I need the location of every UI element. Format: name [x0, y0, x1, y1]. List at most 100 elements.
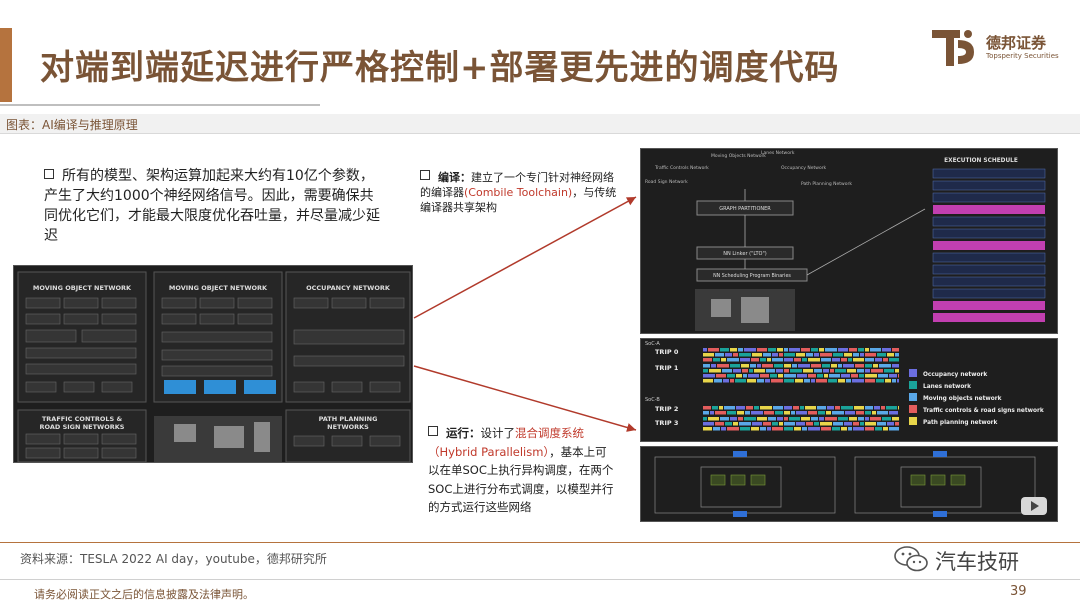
timeline-segment: [796, 422, 805, 426]
timeline-segment: [784, 406, 792, 410]
timeline-segment: [886, 406, 897, 410]
timeline-segment: [741, 364, 749, 368]
timeline-segment: [830, 369, 834, 373]
timeline-segment: [865, 358, 874, 362]
arrow-to-compile: [413, 196, 637, 319]
arrow-to-runtime: [413, 365, 637, 432]
run-text-a: 设计了: [480, 426, 516, 440]
legend-swatch: [909, 417, 917, 425]
timeline-segment: [853, 353, 859, 357]
logo-name-en: Topsperity Securities: [986, 52, 1059, 60]
timeline-segment: [784, 422, 795, 426]
timeline-segment: [892, 348, 899, 352]
timeline-segment: [762, 364, 773, 368]
label-path-2: NETWORKS: [327, 423, 369, 431]
timeline-segment: [811, 379, 815, 383]
timeline-segment: [876, 379, 884, 383]
timeline-segment: [835, 406, 840, 410]
timeline-segment: [805, 406, 816, 410]
legend-swatch: [909, 405, 917, 413]
timeline-segment: [796, 411, 807, 415]
timeline-segment: [775, 411, 783, 415]
timeline-segment: [885, 379, 891, 383]
timeline-segment: [865, 374, 877, 378]
timeline-segment: [763, 353, 771, 357]
timeline-segment: [883, 358, 888, 362]
legend-swatch: [909, 369, 917, 377]
timeline-segment: [723, 379, 729, 383]
timeline-segment: [895, 353, 899, 357]
wechat-watermark: 汽车技研: [893, 544, 1053, 576]
timeline-segment: [757, 417, 767, 421]
timeline-segment: [708, 417, 719, 421]
timeline-segment: [898, 406, 899, 410]
main-bullet-text: 所有的模型、架构运算加起来大约有10亿个参数，产生了大约1000个神经网络信号。…: [44, 168, 380, 244]
timeline-segment: [816, 379, 827, 383]
timeline-segment: [767, 427, 771, 431]
timeline-segment: [819, 417, 824, 421]
trip3-label: TRIP 3: [655, 419, 678, 427]
timeline-segment: [784, 348, 788, 352]
timeline-segment: [703, 369, 708, 373]
timeline-segment: [791, 411, 795, 415]
timeline-segment: [733, 353, 738, 357]
timeline-segment: [865, 379, 875, 383]
timeline-segment: [808, 427, 820, 431]
legend-swatch: [909, 381, 917, 389]
timeline-segment: [703, 358, 712, 362]
timeline-segment: [751, 411, 763, 415]
timeline-segment: [773, 406, 783, 410]
timeline-segment: [887, 422, 894, 426]
trip2-label: TRIP 2: [655, 405, 678, 413]
timeline-segment: [703, 406, 711, 410]
timeline-segment: [806, 422, 813, 426]
network-architecture-image: MOVING OBJECT NETWORK MOVING OBJECT NETW…: [13, 265, 413, 463]
timeline-segment: [733, 369, 741, 373]
input-road: Road Sign Network: [645, 179, 688, 185]
input-traffic: Traffic Controls Network: [654, 165, 709, 171]
timeline-segment: [841, 406, 853, 410]
timeline-segment: [824, 374, 828, 378]
graph-partitioner-label: GRAPH PARTITIONER: [719, 206, 771, 212]
timeline-segment: [821, 358, 831, 362]
timeline-segment: [865, 406, 873, 410]
timeline-segment: [747, 379, 756, 383]
timeline-segment: [777, 417, 783, 421]
timeline-segment: [776, 369, 783, 373]
timeline-segment: [877, 411, 888, 415]
title-divider: [0, 104, 320, 106]
timeline-segment: [784, 417, 788, 421]
legend-label: Traffic controls & road signs network: [923, 408, 1044, 414]
timeline-segment: [703, 411, 709, 415]
timeline-segment: [768, 348, 776, 352]
timeline-segment: [790, 369, 802, 373]
timeline-segment: [887, 353, 894, 357]
soc-a-label: SoC-A: [645, 341, 660, 347]
timeline-segment: [730, 364, 740, 368]
timeline-segment: [777, 348, 783, 352]
timeline-segment: [832, 411, 844, 415]
bullet-box-icon: [420, 170, 430, 180]
timeline-segment: [846, 379, 851, 383]
legend-label: Occupancy network: [923, 372, 987, 378]
input-lanes: Lanes Network: [761, 150, 795, 156]
timeline-segment: [703, 422, 714, 426]
timeline-segment: [847, 369, 856, 373]
timeline-segment: [860, 422, 864, 426]
timeline-segment: [727, 427, 739, 431]
timeline-segment: [772, 422, 778, 426]
timeline-segment: [768, 417, 776, 421]
timeline-segment: [746, 406, 753, 410]
timeline-segment: [860, 353, 864, 357]
timeline-segment: [740, 427, 750, 431]
timeline-segment: [808, 374, 816, 378]
timeline-segment: [794, 427, 801, 431]
timeline-segment: [751, 427, 759, 431]
compile-text-a: 建立了一个专门针对神经网络的编译器: [420, 171, 614, 199]
compiler-toolchain-image: Moving Objects Network Lanes Network Tra…: [640, 148, 1058, 334]
trip0-label: TRIP 0: [655, 348, 679, 356]
timeline-segment: [720, 348, 729, 352]
timeline-segment: [745, 411, 750, 415]
timeline-segment: [814, 353, 819, 357]
